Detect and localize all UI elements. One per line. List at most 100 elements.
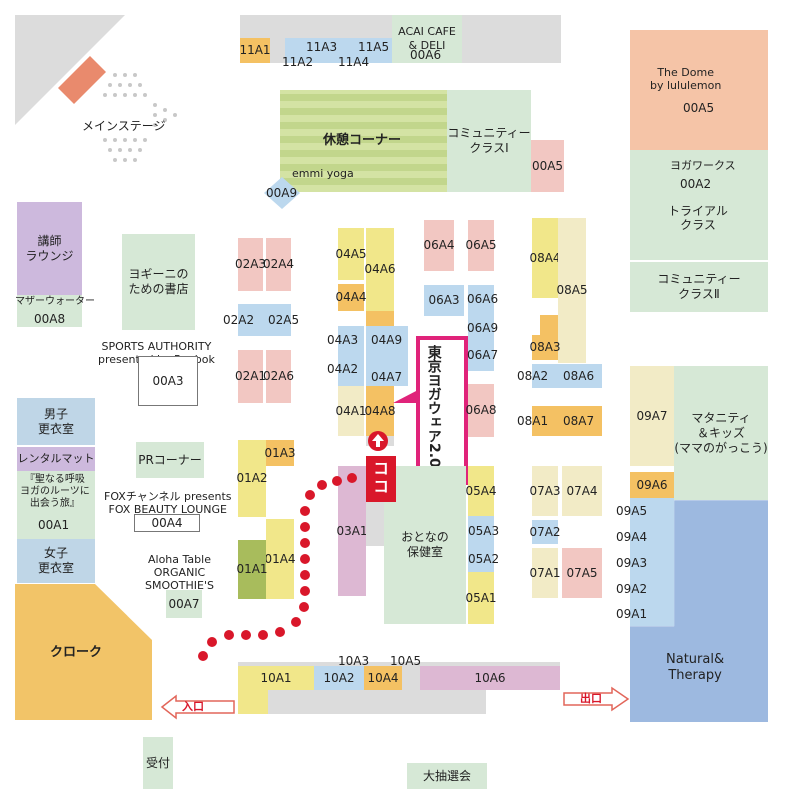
booth-08a3[interactable]: 08A3 (529, 335, 561, 360)
the-dome[interactable] (630, 30, 768, 150)
booth-09a1[interactable]: 09A1 (616, 607, 648, 621)
current-location-marker[interactable] (366, 456, 396, 502)
booth-01a2[interactable]: 01A2 (236, 440, 268, 517)
booth-06a3[interactable]: 06A3 (424, 285, 464, 316)
men-locker-room[interactable]: 男子 更衣室 (17, 398, 95, 445)
booth-04a8[interactable]: 04A8 (364, 386, 396, 436)
booth-06a8[interactable]: 06A8 (465, 384, 497, 437)
booth-08a-orange[interactable] (532, 406, 602, 436)
booth-11a5[interactable]: 11A5 (358, 40, 390, 54)
booth-06a9[interactable]: 06A9 (467, 321, 499, 335)
booth-10a5[interactable]: 10A5 (390, 654, 422, 668)
booth-11a2[interactable]: 11A2 (282, 55, 314, 69)
booth-08a5[interactable]: 08A5 (556, 218, 588, 363)
booth-04a9[interactable]: 04A9 (371, 333, 403, 347)
reception[interactable]: 受付 (143, 737, 173, 789)
booth-00a7[interactable]: 00A7 (166, 590, 202, 618)
booth-04a6[interactable]: 04A6 (364, 228, 396, 311)
otona-hokenshitsu[interactable]: おとなの 保健室 (384, 466, 466, 624)
booth-01a3[interactable]: 01A3 (264, 440, 296, 466)
booth-09a3[interactable]: 09A3 (616, 556, 648, 570)
booth-04a5[interactable]: 04A5 (335, 228, 367, 280)
booth-07a2[interactable]: 07A2 (529, 520, 561, 544)
booth-04a2[interactable]: 04A2 (327, 362, 359, 376)
booth-10a6[interactable]: 10A6 (420, 666, 560, 690)
booth-10a3[interactable]: 10A3 (338, 654, 370, 668)
booth-04a-left-blue[interactable] (338, 326, 364, 386)
booth-04a3[interactable]: 04A3 (327, 333, 359, 347)
rental-mat[interactable]: レンタルマット (17, 447, 95, 471)
booth-02a4[interactable]: 02A4 (263, 238, 294, 291)
booth-00a5-small[interactable]: 00A5 (531, 140, 564, 192)
booth-04a-right-blue[interactable] (366, 326, 408, 386)
booth-05a-blue[interactable] (468, 516, 494, 572)
booth-07a1[interactable]: 07A1 (529, 548, 561, 598)
booth-04a4[interactable]: 04A4 (335, 284, 367, 311)
acai-cafe[interactable]: ACAI CAFE & DELI (392, 15, 462, 63)
booth-02a-mid[interactable] (238, 304, 291, 336)
booth-06a7[interactable]: 06A7 (467, 348, 499, 362)
booth-00a5[interactable]: 00A5 (683, 101, 715, 115)
booth-08a1[interactable]: 08A1 (517, 414, 549, 428)
booth-07a5[interactable]: 07A5 (562, 548, 602, 598)
booth-09a-blue[interactable] (630, 498, 674, 626)
instructor-lounge[interactable]: 講師 ラウンジ (17, 202, 82, 295)
booth-10a1[interactable]: 10A1 (238, 666, 314, 690)
booth-04a1[interactable]: 04A1 (335, 386, 367, 436)
mother-water[interactable] (17, 295, 82, 327)
booth-00a6[interactable]: 00A6 (410, 48, 442, 62)
booth-10a2[interactable]: 10A2 (314, 666, 364, 690)
booth-07a3[interactable]: 07A3 (529, 466, 561, 516)
booth-05a3[interactable]: 05A3 (468, 524, 500, 538)
tokyo-yoga-wear-label[interactable]: 東京ヨガウェア2.0 (425, 345, 442, 468)
booth-02a5[interactable]: 02A5 (268, 313, 300, 327)
booth-06a4[interactable]: 06A4 (423, 220, 455, 271)
booth-01a1[interactable]: 01A1 (236, 540, 268, 599)
booth-00a9[interactable]: 00A9 (266, 186, 298, 200)
booth-01a4[interactable]: 01A4 (264, 519, 296, 599)
booth-08a2[interactable]: 08A2 (517, 369, 549, 383)
booth-00a4[interactable]: 00A4 (134, 514, 200, 532)
booth-06a5[interactable]: 06A5 (465, 220, 497, 271)
booth-05a2[interactable]: 05A2 (468, 552, 500, 566)
booth-08a4[interactable]: 08A4 (529, 218, 561, 298)
booth-02a2[interactable]: 02A2 (223, 313, 255, 327)
booth-08a-blue[interactable] (532, 364, 602, 388)
book-event[interactable] (17, 471, 95, 539)
booth-08a6[interactable]: 08A6 (563, 369, 595, 383)
booth-02a3[interactable]: 02A3 (235, 238, 266, 291)
rest-corner[interactable] (280, 90, 447, 192)
yogini-bookstore[interactable]: ヨギーニの ための書店 (122, 234, 195, 330)
booth-11a3[interactable]: 11A3 (306, 40, 338, 54)
booth-11a1[interactable]: 11A1 (239, 38, 271, 63)
pr-corner[interactable]: PRコーナー (136, 442, 204, 478)
booth-00a1[interactable]: 00A1 (38, 518, 70, 532)
booth-10a4[interactable]: 10A4 (364, 666, 402, 690)
booth-09a2[interactable]: 09A2 (616, 582, 648, 596)
booth-05a1[interactable]: 05A1 (465, 572, 497, 624)
booth-09a4[interactable]: 09A4 (616, 530, 648, 544)
maternity-kids[interactable]: マタニティ ＆キッズ (ママのがっこう) (674, 366, 768, 500)
booth-00a2[interactable]: 00A2 (680, 177, 712, 191)
community-class-1[interactable]: コミュニティー クラスⅠ (447, 90, 531, 192)
booth-11a-block[interactable] (285, 38, 392, 63)
women-locker-room[interactable]: 女子 更衣室 (17, 539, 95, 583)
community-class-2[interactable]: コミュニティー クラスⅡ (630, 262, 768, 312)
booth-05a4[interactable]: 05A4 (465, 466, 497, 516)
booth-06a-blue[interactable] (468, 285, 494, 371)
booth-00a3[interactable]: 00A3 (138, 356, 198, 406)
booth-07a4[interactable]: 07A4 (562, 466, 602, 516)
booth-09a7[interactable]: 09A7 (630, 366, 674, 466)
booth-11a4[interactable]: 11A4 (338, 55, 370, 69)
yoga-works[interactable] (630, 150, 768, 260)
booth-09a5[interactable]: 09A5 (616, 504, 648, 518)
booth-00a8[interactable]: 00A8 (34, 312, 66, 326)
booth-04a7[interactable]: 04A7 (371, 370, 403, 384)
lottery[interactable]: 大抽選会 (407, 763, 487, 789)
booth-03a1[interactable]: 03A1 (336, 466, 368, 596)
booth-09a6[interactable]: 09A6 (630, 472, 674, 498)
booth-02a6[interactable]: 02A6 (263, 350, 294, 403)
booth-02a1[interactable]: 02A1 (235, 350, 266, 403)
booth-06a6[interactable]: 06A6 (467, 292, 499, 306)
booth-08a7[interactable]: 08A7 (563, 414, 595, 428)
